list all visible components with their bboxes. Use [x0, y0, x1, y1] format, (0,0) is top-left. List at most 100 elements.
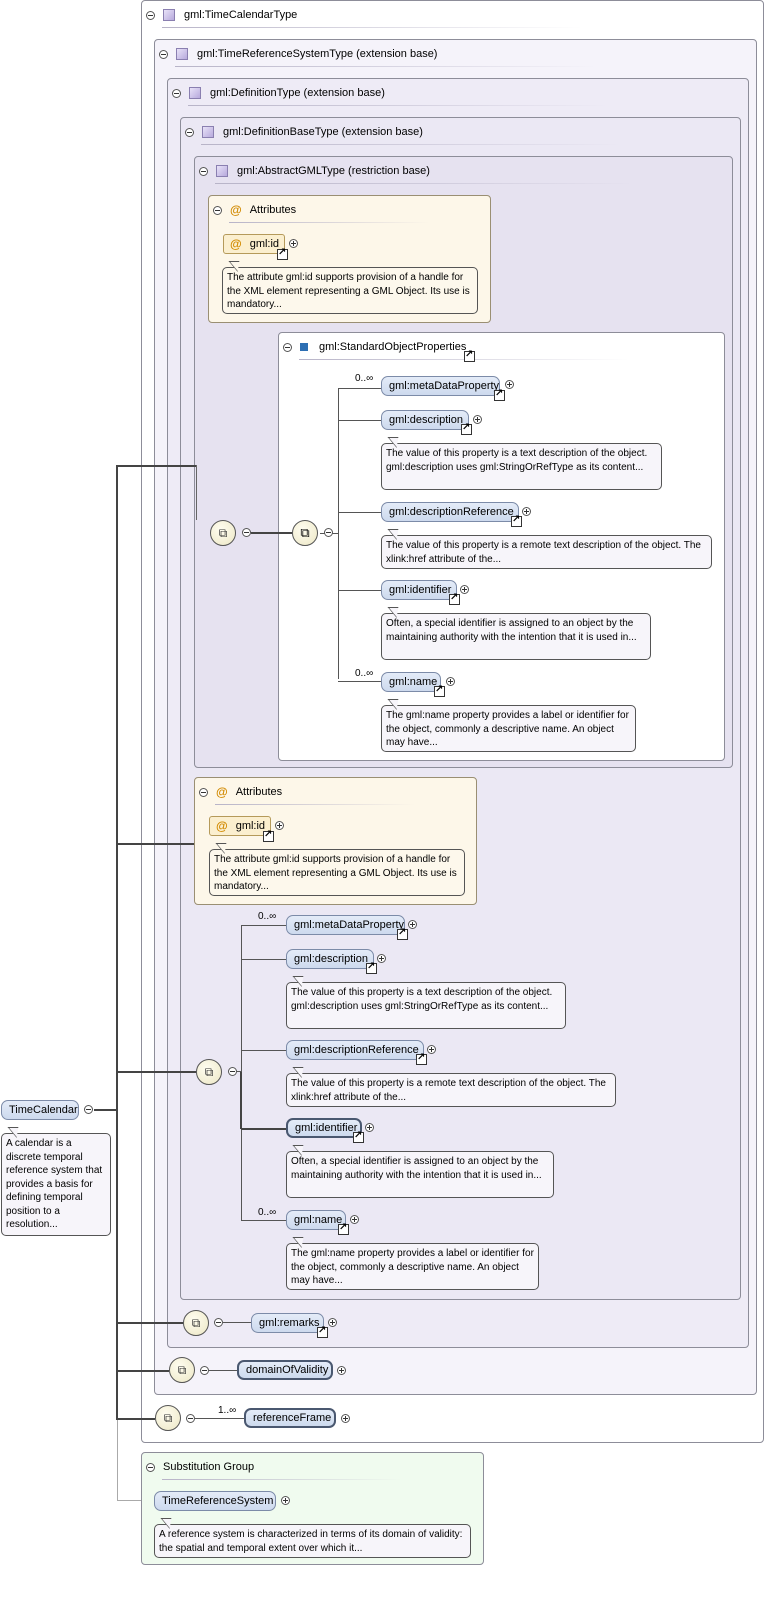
collapse-icon[interactable] [84, 1105, 93, 1114]
substitution-element-note: A reference system is characterized in t… [154, 1524, 471, 1558]
element-domain-of-validity[interactable]: domainOfValidity [237, 1360, 333, 1380]
reference-arrow-icon[interactable] [416, 1052, 427, 1065]
element-identifier-note: Often, a special identifier is assigned … [381, 613, 651, 660]
attributes-label: Attributes [235, 786, 283, 798]
expand-icon[interactable] [446, 677, 455, 686]
sequence-icon[interactable]: ⧉ [183, 1310, 209, 1336]
occurrence-label: 0..∞ [258, 911, 277, 922]
element-description-reference[interactable]: gml:descriptionReference [286, 1040, 424, 1060]
element-description[interactable]: gml:description [286, 949, 374, 969]
sequence-icon[interactable]: ⧉ [210, 520, 236, 546]
element-description-reference-note: The value of this property is a remote t… [381, 535, 712, 569]
expand-icon[interactable] [460, 585, 469, 594]
collapse-icon[interactable] [159, 49, 168, 59]
type-title: gml:TimeCalendarType [184, 9, 298, 21]
collapse-icon[interactable] [186, 1414, 195, 1423]
reference-arrow-icon[interactable] [511, 514, 522, 527]
element-identifier[interactable]: gml:identifier [381, 580, 457, 600]
attribute-gml-id-note: The attribute gml:id supports provision … [222, 267, 478, 314]
occurrence-label: 0..∞ [355, 373, 374, 384]
expand-icon[interactable] [341, 1414, 350, 1423]
type-title: gml:TimeReferenceSystemType (extension b… [197, 48, 438, 60]
occurrence-label: 0..∞ [258, 1207, 277, 1218]
element-name[interactable]: gml:name [286, 1210, 346, 1230]
occurrence-label: 1..∞ [218, 1405, 237, 1416]
collapse-icon[interactable] [146, 1462, 155, 1472]
attribute-icon: @ [230, 203, 242, 217]
reference-arrow-icon[interactable] [464, 349, 475, 362]
element-description-note: The value of this property is a text des… [286, 982, 566, 1029]
reference-arrow-icon[interactable] [277, 247, 288, 260]
collapse-icon[interactable] [283, 342, 292, 352]
reference-arrow-icon[interactable] [449, 592, 460, 605]
reference-arrow-icon[interactable] [494, 388, 505, 401]
attribute-icon: @ [230, 237, 242, 251]
reference-arrow-icon[interactable] [366, 961, 377, 974]
expand-icon[interactable] [289, 239, 298, 248]
expand-icon[interactable] [473, 415, 482, 424]
element-name[interactable]: gml:name [381, 672, 441, 692]
attribute-gml-id-note: The attribute gml:id supports provision … [209, 849, 465, 896]
type-title: gml:DefinitionBaseType (extension base) [223, 126, 423, 138]
element-remarks[interactable]: gml:remarks [251, 1313, 324, 1333]
element-identifier-note: Often, a special identifier is assigned … [286, 1151, 554, 1198]
element-description-reference[interactable]: gml:descriptionReference [381, 502, 519, 522]
sequence-icon-glyph: ⧉ [300, 525, 310, 540]
element-description-note: The value of this property is a text des… [381, 443, 662, 490]
expand-icon[interactable] [350, 1215, 359, 1224]
element-description[interactable]: gml:description [381, 410, 469, 430]
attribute-icon: @ [216, 785, 228, 799]
attribute-gml-id[interactable]: @gml:id [209, 816, 271, 836]
sequence-icon[interactable]: ⧉ [155, 1405, 181, 1431]
expand-icon[interactable] [408, 920, 417, 929]
attribute-gml-id[interactable]: @gml:id [223, 234, 285, 254]
complex-type-icon [202, 126, 214, 138]
group-icon [300, 343, 308, 351]
collapse-icon[interactable] [213, 205, 222, 215]
collapse-icon[interactable] [199, 166, 208, 176]
complex-type-icon [163, 9, 175, 21]
collapse-icon[interactable] [185, 127, 194, 137]
reference-arrow-icon[interactable] [263, 829, 274, 842]
complex-type-icon [176, 48, 188, 60]
reference-arrow-icon[interactable] [317, 1325, 328, 1338]
expand-icon[interactable] [377, 954, 386, 963]
element-name-note: The gml:name property provides a label o… [286, 1243, 539, 1290]
complex-type-icon [189, 87, 201, 99]
collapse-icon[interactable] [242, 528, 251, 537]
expand-icon[interactable] [337, 1366, 346, 1375]
expand-icon[interactable] [522, 507, 531, 516]
expand-icon[interactable] [505, 380, 514, 389]
element-meta-data-property[interactable]: gml:metaDataProperty [286, 915, 405, 935]
group-title: gml:StandardObjectProperties [319, 341, 467, 353]
collapse-icon[interactable] [200, 1366, 209, 1375]
attributes-label: Attributes [249, 204, 297, 216]
sequence-icon[interactable]: ⧉ [169, 1357, 195, 1383]
reference-arrow-icon[interactable] [434, 684, 445, 697]
collapse-icon[interactable] [214, 1318, 223, 1327]
root-element-time-calendar[interactable]: TimeCalendar [1, 1100, 79, 1120]
collapse-icon[interactable] [146, 10, 155, 20]
reference-arrow-icon[interactable] [461, 422, 472, 435]
occurrence-label: 0..∞ [355, 668, 374, 679]
expand-icon[interactable] [365, 1123, 374, 1132]
sequence-icon[interactable]: sequence-icon [292, 520, 318, 546]
root-element-note: A calendar is a discrete temporal refere… [1, 1133, 111, 1236]
reference-arrow-icon[interactable] [353, 1130, 364, 1143]
reference-arrow-icon[interactable] [338, 1222, 349, 1235]
sequence-icon[interactable]: ⧉ [196, 1059, 222, 1085]
expand-icon[interactable] [427, 1045, 436, 1054]
element-time-reference-system[interactable]: TimeReferenceSystem [154, 1491, 276, 1511]
element-identifier[interactable]: gml:identifier [286, 1118, 362, 1138]
expand-icon[interactable] [328, 1318, 337, 1327]
element-reference-frame[interactable]: referenceFrame [244, 1408, 336, 1428]
element-description-reference-note: The value of this property is a remote t… [286, 1073, 616, 1107]
expand-icon[interactable] [281, 1496, 290, 1505]
element-name-note: The gml:name property provides a label o… [381, 705, 636, 752]
collapse-icon[interactable] [172, 88, 181, 98]
element-meta-data-property[interactable]: gml:metaDataProperty [381, 376, 500, 396]
collapse-icon[interactable] [199, 787, 208, 797]
expand-icon[interactable] [275, 821, 284, 830]
reference-arrow-icon[interactable] [397, 927, 408, 940]
collapse-icon[interactable] [324, 528, 333, 537]
